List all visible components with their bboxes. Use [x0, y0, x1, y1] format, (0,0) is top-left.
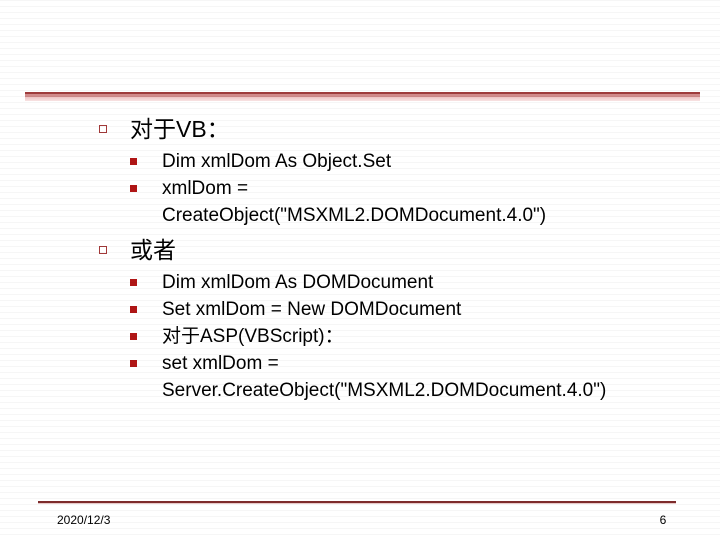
bullet-level2-text: Dim xmlDom As Object.Set — [162, 151, 392, 172]
bullet-level2: Dim xmlDom As DOMDocument — [96, 269, 704, 296]
solid-square-bullet-icon — [130, 333, 137, 340]
solid-square-bullet-icon — [130, 360, 137, 367]
bullet-level2-text: xmlDom = — [162, 178, 249, 199]
solid-square-bullet-icon — [130, 158, 137, 165]
footer-divider — [38, 501, 676, 504]
hollow-square-bullet-icon — [99, 125, 107, 133]
footer-page-number: 6 — [659, 513, 667, 527]
bullet-level1-text: 对于VB： — [130, 116, 230, 142]
bullet-level2-text: Dim xmlDom As DOMDocument — [162, 272, 434, 293]
header-divider — [25, 92, 700, 101]
solid-square-bullet-icon — [130, 306, 137, 313]
bullet-level2: Set xmlDom = New DOMDocument — [96, 296, 704, 323]
bullet-level2-text-cont: CreateObject("MSXML2.DOMDocument.4.0") — [162, 205, 547, 226]
bullet-level2-text: set xmlDom = — [162, 353, 279, 374]
bullet-level1: 对于VB： — [96, 114, 704, 144]
header-divider-mid — [25, 94, 700, 97]
bullet-level1: 或者 — [96, 235, 704, 265]
bullet-level2: 对于ASP(VBScript)： — [96, 323, 704, 350]
bullet-level2-text-cont: Server.CreateObject("MSXML2.DOMDocument.… — [162, 380, 607, 401]
footer-divider-soft — [38, 503, 676, 504]
bullet-level2-text: Set xmlDom = New DOMDocument — [162, 299, 462, 320]
header-divider-dark — [25, 92, 700, 94]
bullet-level2: xmlDom = CreateObject("MSXML2.DOMDocumen… — [96, 175, 704, 229]
bullet-level1-text: 或者 — [130, 237, 176, 263]
footer-date: 2020/12/3 — [57, 513, 111, 527]
slide-body: 对于VB： Dim xmlDom As Object.Set xmlDom = … — [96, 114, 704, 404]
bullet-level2: set xmlDom = Server.CreateObject("MSXML2… — [96, 350, 704, 404]
bullet-level2: Dim xmlDom As Object.Set — [96, 148, 704, 175]
bullet-level2-text: 对于ASP(VBScript)： — [162, 326, 344, 347]
solid-square-bullet-icon — [130, 279, 137, 286]
hollow-square-bullet-icon — [99, 246, 107, 254]
header-divider-soft — [25, 97, 700, 101]
solid-square-bullet-icon — [130, 185, 137, 192]
